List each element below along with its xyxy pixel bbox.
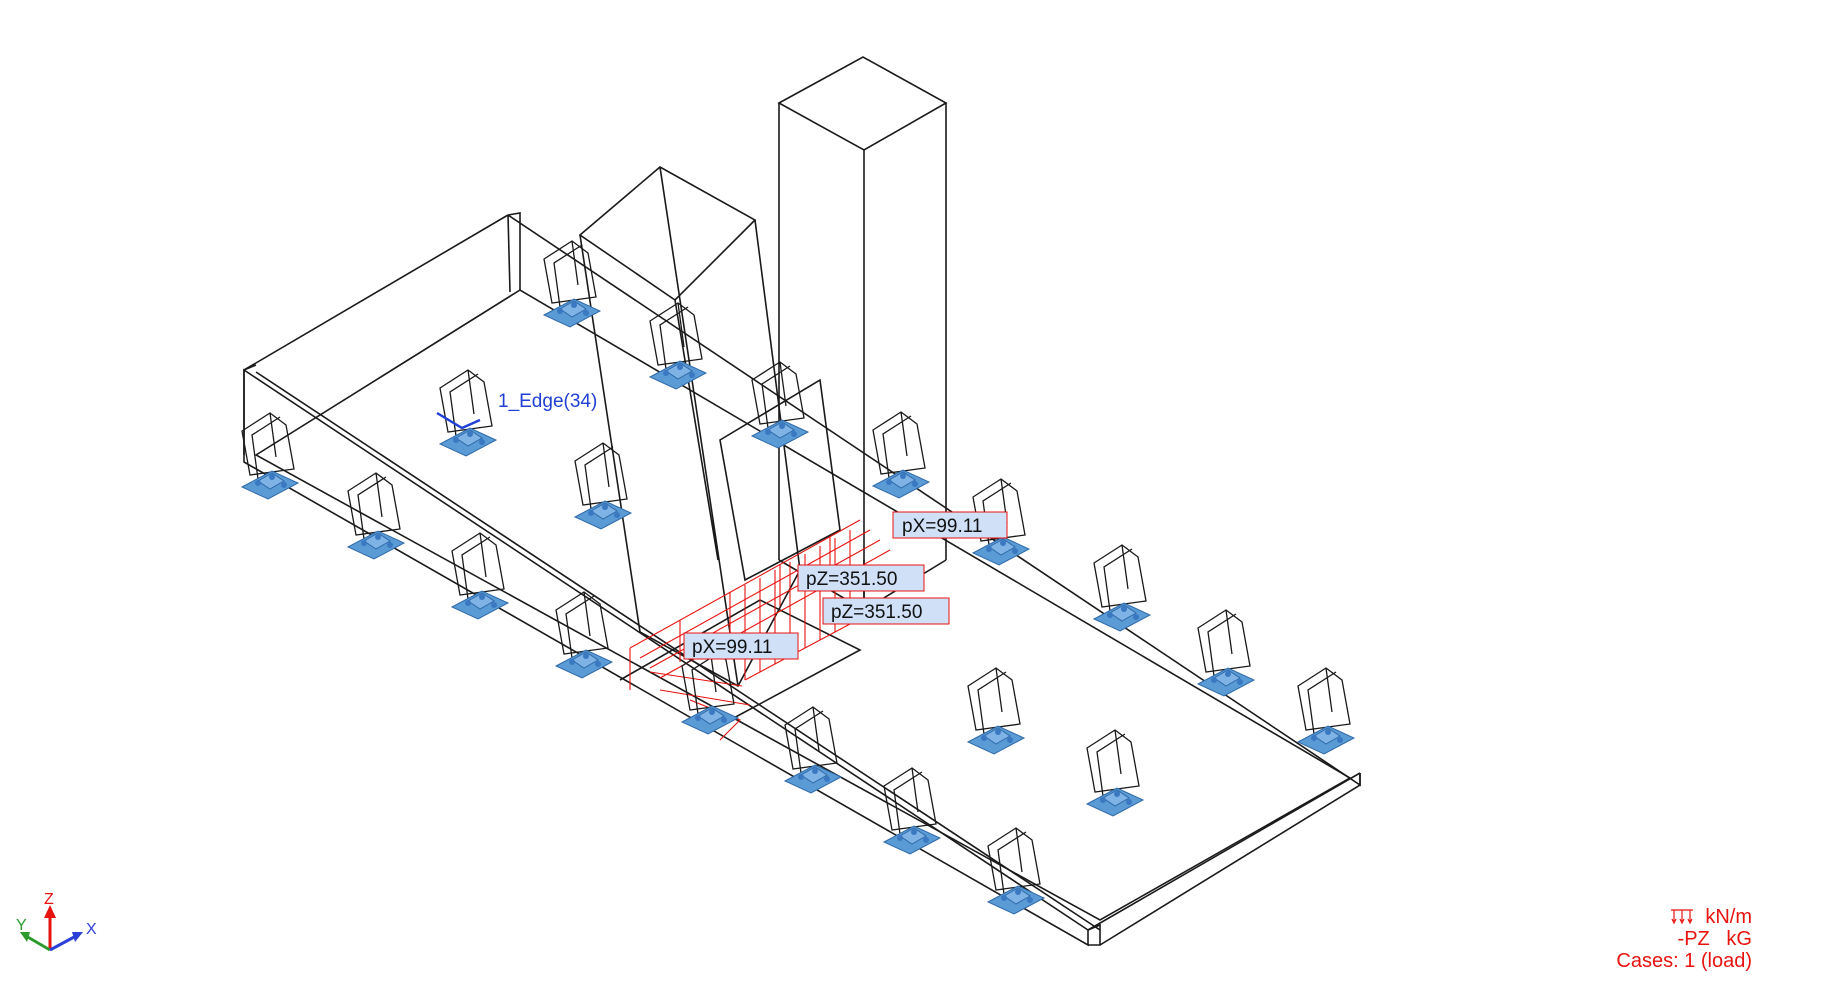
axis-triad: Z Y X: [16, 891, 97, 952]
load-label-3: pZ=351.50: [822, 597, 950, 625]
support-16[interactable]: [1296, 667, 1356, 755]
x-axis-icon: [49, 934, 77, 952]
load-legend: kN/m -PZ kG Cases: 1 (load): [1616, 906, 1752, 972]
legend-component: -PZ kG: [1677, 928, 1752, 950]
support-18[interactable]: [573, 442, 633, 530]
selected-edge[interactable]: [436, 411, 481, 430]
distributed-load-diagram: [629, 519, 891, 741]
y-axis-label: Y: [16, 917, 27, 934]
load-label-1-text: pX=99.11: [902, 516, 982, 537]
support-19[interactable]: [966, 667, 1026, 755]
z-axis-label: Z: [44, 891, 54, 908]
support-10[interactable]: [648, 302, 708, 390]
support-2[interactable]: [346, 472, 406, 560]
support-4[interactable]: [554, 591, 614, 679]
support-20[interactable]: [1085, 729, 1145, 817]
support-15[interactable]: [1196, 609, 1256, 697]
load-label-4-text: pX=99.11: [692, 637, 772, 658]
support-14[interactable]: [1092, 544, 1152, 632]
support-9[interactable]: [542, 240, 602, 328]
selection-label: 1_Edge(34): [498, 391, 597, 412]
support-1[interactable]: [240, 412, 300, 500]
load-label-3-text: pZ=351.50: [831, 602, 922, 623]
support-17[interactable]: [438, 369, 498, 457]
load-label-1: pX=99.11: [892, 511, 1008, 539]
x-axis-label: X: [86, 921, 97, 938]
legend-cases: Cases: 1 (load): [1616, 950, 1752, 972]
supports-group: [240, 240, 1356, 915]
legend-unit-row: kN/m: [1616, 906, 1752, 928]
support-8[interactable]: [986, 827, 1046, 915]
support-6[interactable]: [783, 706, 843, 794]
y-axis-icon: [25, 934, 51, 952]
support-11[interactable]: [750, 361, 810, 449]
support-3[interactable]: [450, 532, 510, 620]
load-label-2-text: pZ=351.50: [806, 569, 897, 590]
support-13[interactable]: [971, 478, 1031, 566]
legend-unit: kN/m: [1705, 906, 1752, 928]
support-5[interactable]: [680, 647, 740, 735]
load-label-2: pZ=351.50: [797, 564, 925, 592]
load-label-4: pX=99.11: [683, 632, 799, 660]
support-12[interactable]: [871, 411, 931, 499]
distributed-load-icon: [1671, 909, 1694, 925]
support-7[interactable]: [882, 767, 942, 855]
